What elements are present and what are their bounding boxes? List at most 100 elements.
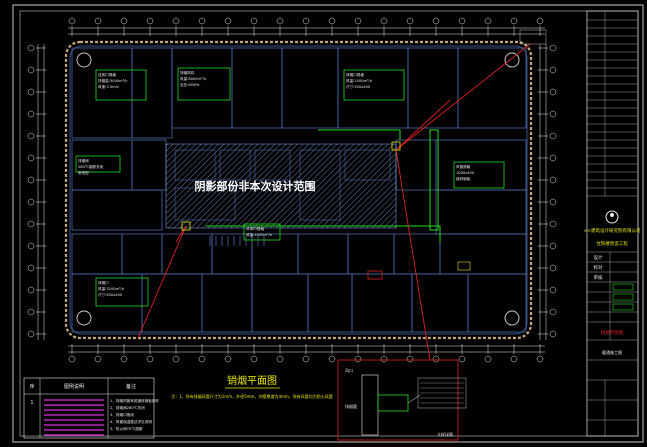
legend-note-line: 1、排烟风管采用镀锌钢板制作 [110,398,159,403]
axis-bubble-top [224,17,232,25]
annotation-line: 尺寸:630x400 [98,292,123,297]
axis-bubble-top [510,17,518,25]
legend-note-line: 2、排烟阀280℃关闭 [110,405,145,410]
annotation-line: 280℃熔断关闭 [78,164,104,169]
legend-note-line: 4、风管保温做法详见说明 [110,419,152,424]
plan-title: 销烟平面图 [227,374,277,387]
axis-bubble-top [120,17,128,25]
markers [181,141,471,280]
room-wall [457,47,527,129]
axis-bubble-left [27,44,35,52]
axis-bubble-right [549,308,557,316]
axis-bubble-right [549,330,557,338]
non-scope-hatched-area [165,143,397,229]
axis-bubble-right [549,66,557,74]
axis-bubble-bottom [484,355,492,363]
corner-column-nw [76,52,92,68]
axis-bubble-top [380,17,388,25]
axis-bubble-right [549,220,557,228]
building-outline [64,40,533,340]
annotation-line: 常闭型 [78,170,89,175]
axis-bubble-left [27,286,35,294]
room-wall [231,47,283,129]
smoke-ducts [206,129,441,242]
axis-bubble-bottom [250,355,258,363]
axis-bubble-bottom [302,355,310,363]
axis-bubble-bottom [536,355,544,363]
axis-bubble-right [549,264,557,272]
axis-bubble-left [27,88,35,96]
axis-bubble-left [27,308,35,316]
axis-bubble-bottom [354,355,362,363]
axis-bubble-top [406,17,414,25]
room-wall [201,273,253,333]
room-wall [171,47,233,129]
axis-bubble-right [549,198,557,206]
room-wall [297,233,349,275]
axis-bubble-left [27,132,35,140]
axis-bubble-right [549,88,557,96]
axis-bubble-bottom [224,355,232,363]
annotation-line: 1000x400 [456,171,475,175]
room-wall [435,139,527,191]
annotation-line: 尺寸:500x400 [346,84,371,89]
axis-bubble-right [549,176,557,184]
axis-bubble-bottom [172,355,180,363]
legend-row-no: 1 [30,400,33,406]
legend-note-line: 3、排烟口常闭 [110,412,134,417]
corner-column-ne [504,52,520,68]
detail-drawing: 风口 排烟管 大样详图 [337,359,467,441]
axis-bubble-right [549,110,557,118]
annotation-line: 镀锌钢板 [456,176,471,181]
axis-dimension-lines [37,27,547,353]
axis-bubble-left [27,330,35,338]
legend-header-no: 序 [29,383,34,390]
axis-bubble-right [549,154,557,162]
axis-bubble-left [27,154,35,162]
room-wall [161,233,213,275]
room-wall [439,233,527,275]
axis-bubble-left [27,110,35,118]
room-wall [467,273,527,333]
annotation-line: 风量:4000m³/h [246,232,272,237]
axis-bubble-bottom [406,355,414,363]
room-wall [351,273,413,333]
axis-bubble-top [536,17,544,25]
axis-bubble-top [172,17,180,25]
axis-bubble-top [328,17,336,25]
axis-bubble-top [484,17,492,25]
room-wall [121,233,163,275]
room-wall [251,273,309,333]
axis-bubble-top [458,17,466,25]
non-scope-label: 阴影部份非本次设计范围 [195,179,316,193]
annotation-line: 补风口规格 [246,226,264,231]
interior-walls [71,47,527,333]
detail-bottom-label: 大样详图 [437,431,453,437]
axis-bubble-bottom [68,355,76,363]
axis-bubble-left [27,176,35,184]
axis-bubble-bottom [380,355,388,363]
axis-bubble-left [27,220,35,228]
legend-table: 序 图例说明 备注 1 1、排烟风管采用镀锌钢板制作2、排烟阀280℃关闭3、排… [23,377,159,439]
axis-bubble-right [549,286,557,294]
axis-bubble-right [549,44,557,52]
axis-bubble-right [549,242,557,250]
corner-column-sw [76,310,92,326]
room-wall [131,47,173,139]
room-wall [393,233,441,275]
room-wall [71,189,163,231]
axis-bubble-top [432,17,440,25]
axis-bubble-bottom [276,355,284,363]
annotation-line: 风量:3200m³/h [98,286,124,291]
title-block: ××建筑设计研究院有限公司 住院楼改造工程 设计 校对 审核 排烟平面图 暖通施… [583,10,641,437]
axis-bubble-top [198,17,206,25]
annotation-line: 排烟风机 [180,70,195,75]
project-name: 住院楼改造工程 [596,240,628,247]
